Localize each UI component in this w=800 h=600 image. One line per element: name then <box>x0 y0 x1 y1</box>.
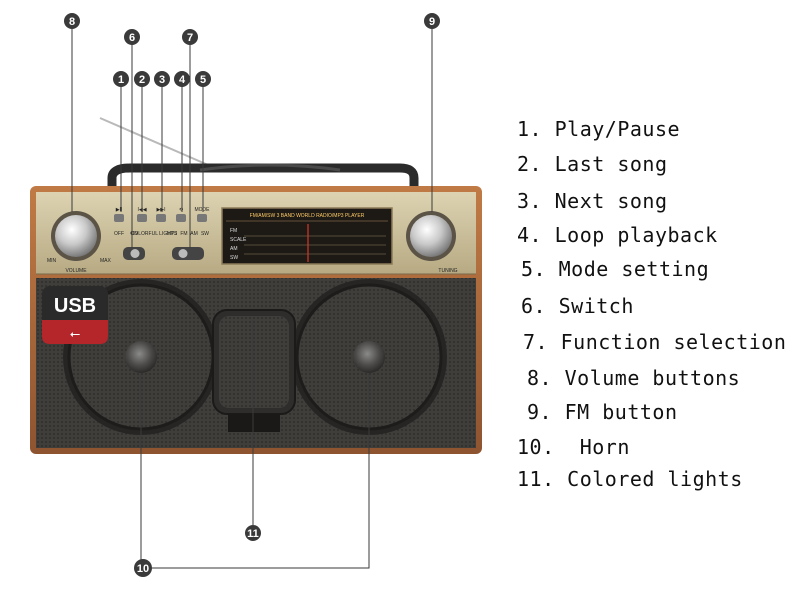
callout-lines <box>71 28 433 569</box>
legend-item-4: 4. Loop playback <box>517 223 718 247</box>
svg-text:6: 6 <box>129 32 135 44</box>
callout-5: 5 <box>195 71 211 87</box>
svg-text:8: 8 <box>69 16 75 28</box>
function-selector[interactable] <box>172 247 204 260</box>
min-label: MIN <box>47 258 57 264</box>
band-fm-label: FM <box>230 228 237 234</box>
volume-knob[interactable] <box>55 215 97 257</box>
am-label: AM <box>190 231 198 237</box>
center-slot <box>228 414 280 432</box>
band-sw-label: SW <box>230 255 238 261</box>
antenna[interactable] <box>99 117 216 169</box>
play-pause-button[interactable] <box>114 214 124 222</box>
mode-label: MODE <box>195 207 211 213</box>
max-label: MAX <box>100 258 112 264</box>
usb-badge: USB ⭠ <box>42 286 108 344</box>
legend-item-9: 9. FM button <box>527 400 678 424</box>
legend-item-5: 5. Mode setting <box>521 257 710 281</box>
usb-text: USB <box>54 295 96 317</box>
svg-text:10: 10 <box>137 563 149 575</box>
usb-icon: ⭠ <box>70 327 80 342</box>
volume-label: VOLUME <box>65 268 87 274</box>
legend-item-7: 7. Function selection <box>523 330 787 354</box>
left-horn <box>125 341 157 373</box>
callout-3: 3 <box>154 71 170 87</box>
callout-11: 11 <box>245 525 261 541</box>
svg-text:2: 2 <box>139 74 145 86</box>
svg-text:7: 7 <box>187 32 193 44</box>
on-label: ON <box>130 231 138 237</box>
callout-7: 7 <box>182 29 198 45</box>
loop-button[interactable] <box>176 214 186 222</box>
svg-text:3: 3 <box>159 74 165 86</box>
callout-10: 10 <box>134 559 152 577</box>
callout-6: 6 <box>124 29 140 45</box>
legend-item-3: 3. Next song <box>517 189 668 213</box>
tuning-knob[interactable] <box>410 215 452 257</box>
next-song-icon: ▶▶I <box>156 207 165 213</box>
sw-label: SW <box>201 231 209 237</box>
band-scale-label: SCALE <box>230 237 247 243</box>
carry-handle[interactable] <box>107 163 419 193</box>
mp3-label: MP3 <box>167 231 178 237</box>
svg-text:11: 11 <box>247 528 259 540</box>
tuning-dial: FM/AM/SW 3 BAND WORLD RADIO/MP3 PLAYER F… <box>221 207 393 265</box>
svg-text:9: 9 <box>429 16 435 28</box>
svg-text:1: 1 <box>118 74 124 86</box>
next-song-button[interactable] <box>156 214 166 222</box>
mode-button[interactable] <box>197 214 207 222</box>
play-pause-icon: ▶II <box>116 207 123 213</box>
fm-label: FM <box>180 231 187 237</box>
band-am-label: AM <box>230 246 238 252</box>
dial-title: FM/AM/SW 3 BAND WORLD RADIO/MP3 PLAYER <box>250 213 365 219</box>
legend-item-8: 8. Volume buttons <box>527 366 741 390</box>
callout-2: 2 <box>134 71 150 87</box>
svg-text:5: 5 <box>200 74 206 86</box>
callout-9: 9 <box>424 13 440 29</box>
legend-item-1: 1. Play/Pause <box>517 117 681 141</box>
callout-4: 4 <box>174 71 190 87</box>
callout-1: 1 <box>113 71 129 87</box>
top-buttons: ▶II I◀◀ ▶▶I ⟲ MODE OFF ON COLORFUL LIGHT… <box>114 207 210 260</box>
right-horn <box>353 341 385 373</box>
legend-item-11: 11. Colored lights <box>517 467 743 491</box>
legend-item-2: 2. Last song <box>517 152 668 176</box>
callout-markers: 8 9 6 7 1 2 3 4 5 11 10 <box>64 13 440 577</box>
svg-text:4: 4 <box>179 74 186 86</box>
callout-8: 8 <box>64 13 80 29</box>
tuning-label: TUNING <box>438 268 457 274</box>
legend-item-6: 6. Switch <box>521 294 634 318</box>
colorful-lights-label: COLORFUL LIGHTS <box>131 231 178 237</box>
last-song-button[interactable] <box>137 214 147 222</box>
legend-item-10: 10. Horn <box>517 435 630 459</box>
off-label: OFF <box>114 231 124 237</box>
loop-icon: ⟲ <box>179 207 184 213</box>
